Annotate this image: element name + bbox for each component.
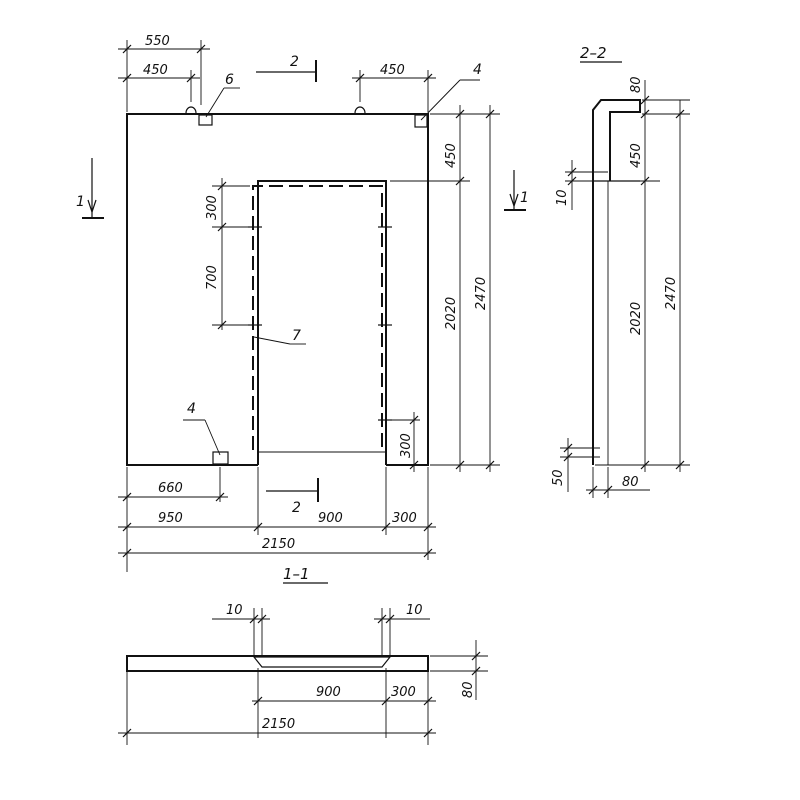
dim-450-2-2: 450 — [629, 143, 644, 168]
leader-7 — [253, 336, 291, 345]
bottom-dimensions: 660 950 900 300 2150 — [118, 467, 436, 572]
leader-6 — [205, 87, 225, 118]
dim-300-right: 300 — [399, 433, 414, 458]
dim-80-top-2-2: 80 — [629, 76, 644, 93]
lifting-loop-left — [185, 106, 197, 114]
left-dimensions: 300 700 300 — [205, 178, 420, 472]
svg-text:1: 1 — [76, 194, 85, 210]
top-dimensions: 550 450 450 — [118, 34, 436, 112]
embedded-part-6 — [198, 114, 213, 126]
dim-2470-2-2: 2470 — [664, 277, 679, 310]
hidden-frame-line — [252, 185, 383, 450]
section-mark-2-bottom: 2 — [266, 478, 319, 516]
dim-450-right: 450 — [380, 63, 405, 78]
section-2-2-profile — [592, 99, 641, 465]
right-dimensions: 450 2020 2470 — [390, 105, 500, 472]
section-mark-1-right: 1 — [504, 170, 529, 211]
dim-2470-vertical: 2470 — [474, 277, 489, 310]
svg-text:1: 1 — [520, 190, 529, 206]
dim-300-section: 300 — [391, 685, 416, 700]
svg-text:2: 2 — [292, 500, 301, 516]
lifting-loop-right — [354, 106, 366, 114]
dim-700-left: 700 — [205, 265, 220, 290]
section-1-1-title: 1–1 — [283, 565, 310, 583]
embedded-part-4-top — [414, 114, 428, 128]
front-view: 550 450 450 6 4 4 7 — [76, 34, 529, 572]
callout-4-bottom: 4 — [187, 401, 196, 417]
panel-outline — [126, 113, 429, 466]
leader-4-top — [420, 79, 461, 121]
section-mark-2-top: 2 — [256, 54, 317, 82]
section-2-2-title: 2–2 — [580, 44, 607, 62]
dim-950: 950 — [158, 511, 183, 526]
dim-80-bottom-2-2: 80 — [622, 475, 639, 490]
dim-2020-2-2: 2020 — [629, 302, 644, 335]
door-opening — [257, 180, 387, 465]
section-2-2: 2–2 80 450 2020 2470 10 — [551, 44, 690, 498]
dim-900-section: 900 — [316, 685, 341, 700]
dim-10-left: 10 — [226, 603, 243, 618]
section-1-1-profile — [126, 655, 429, 672]
dim-300-bottom: 300 — [392, 511, 417, 526]
dim-450-vertical: 450 — [444, 143, 459, 168]
embedded-part-4-bottom — [212, 451, 229, 465]
dim-2020-vertical: 2020 — [444, 297, 459, 330]
callout-6: 6 — [225, 72, 234, 88]
svg-text:2: 2 — [290, 54, 299, 70]
dim-660: 660 — [158, 481, 183, 496]
dim-2150: 2150 — [262, 537, 295, 552]
section-mark-1-left: 1 — [76, 158, 104, 219]
dim-450-left: 450 — [143, 63, 168, 78]
callout-4-top: 4 — [473, 62, 482, 78]
dim-80-section: 80 — [461, 681, 476, 698]
leader-4-bottom — [204, 419, 221, 456]
dim-900: 900 — [318, 511, 343, 526]
dim-10-2-2: 10 — [555, 189, 570, 206]
dim-300-left: 300 — [205, 195, 220, 220]
dim-2150-section: 2150 — [262, 717, 295, 732]
dim-550: 550 — [145, 34, 170, 49]
callout-7: 7 — [292, 328, 301, 344]
dim-10-right: 10 — [406, 603, 423, 618]
dim-50-2-2: 50 — [551, 469, 566, 486]
section-1-1: 1–1 10 10 900 300 2150 — [118, 565, 488, 745]
